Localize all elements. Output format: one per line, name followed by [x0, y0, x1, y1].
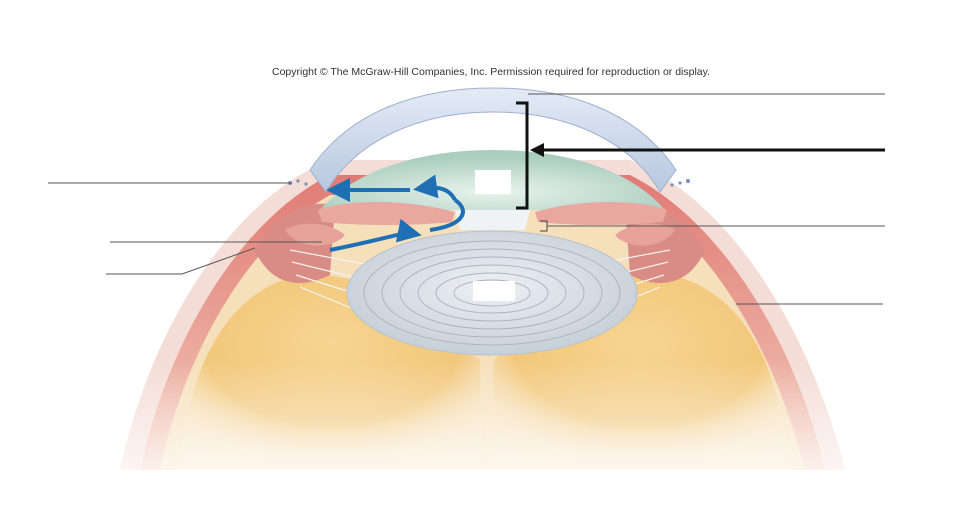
lens-rings: [363, 240, 621, 346]
ciliary-process-right: [615, 223, 675, 246]
ciliary-muscle-left: [255, 203, 335, 283]
copyright-notice: Copyright © The McGraw-Hill Companies, I…: [272, 66, 711, 78]
canal-of-schlemm: [288, 179, 690, 187]
aqueous-humor-flow-arrow-top: [413, 174, 457, 202]
ciliary-process-left: [285, 223, 345, 246]
anterior-segment-bracket: [516, 101, 529, 210]
label-ciliary-muscle: [106, 247, 256, 275]
pupil: [455, 210, 530, 230]
aqueous-humor-flow-arrow: [329, 218, 422, 252]
bottom-fade: [0, 360, 961, 511]
blank-anterior-chamber: [475, 170, 511, 194]
blank-lens: [473, 281, 515, 301]
ciliary-muscle-right: [625, 203, 705, 283]
anterior-segment-arrowhead: [530, 143, 544, 157]
iris-right: [535, 201, 667, 225]
cornea: [309, 87, 677, 193]
